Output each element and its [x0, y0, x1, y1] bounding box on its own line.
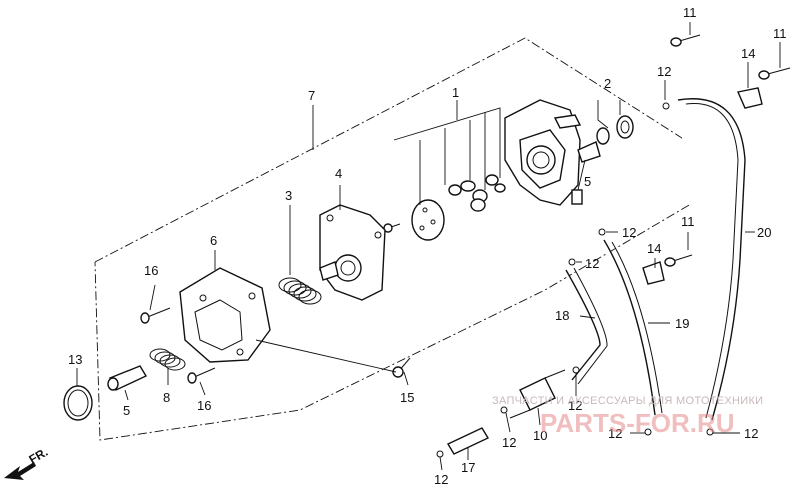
- diaphragm: [411, 199, 445, 241]
- screw: [383, 223, 401, 233]
- clamp-14-top: [737, 87, 763, 109]
- hose-18: [565, 269, 601, 381]
- callout-17: 17: [461, 460, 475, 475]
- clip-12: [662, 102, 670, 110]
- part-17-hose: [447, 427, 489, 455]
- callout-4: 4: [335, 166, 342, 181]
- hose-20: [677, 98, 746, 421]
- callout-15: 15: [400, 390, 414, 405]
- callout-11-mid: 11: [681, 214, 695, 229]
- callout-6: 5: [584, 174, 591, 189]
- bolt-11-top: [670, 34, 701, 47]
- callout-9: 8: [163, 390, 170, 405]
- callout-11-top: 11: [683, 5, 697, 20]
- bolt-16-upper: [140, 307, 171, 324]
- bolt-11-mid: [664, 254, 693, 267]
- callout-7: 6: [210, 233, 217, 248]
- watermark-tagline: ЗАПЧАСТИ И АКСЕССУАРЫ ДЛЯ МОТОТЕХНИКИ: [492, 395, 763, 407]
- callout-8: 7: [308, 88, 315, 103]
- callout-12-e: 12: [434, 472, 448, 487]
- direction-label: FR.: [27, 445, 51, 467]
- clip-12: [706, 428, 714, 436]
- part-4-plate: [319, 204, 386, 301]
- callout-14-top: 14: [741, 46, 755, 61]
- callout-2: 2: [604, 76, 611, 91]
- callout-16-lower: 16: [197, 398, 211, 413]
- callout-1: 1: [452, 85, 459, 100]
- clip-12: [436, 450, 444, 458]
- part-10-filter: [509, 369, 566, 419]
- callout-12-f: 12: [608, 426, 622, 441]
- callout-19: 19: [675, 316, 689, 331]
- pump-body: [504, 99, 583, 206]
- clip-12: [644, 428, 652, 436]
- bolt-16-lower: [187, 367, 216, 384]
- part-9-spring: [149, 348, 186, 371]
- part-3-spring: [278, 277, 322, 305]
- callout-12-c: 12: [568, 398, 582, 413]
- callout-12-a: 12: [622, 225, 636, 240]
- callout-11-right: 11: [773, 26, 787, 41]
- callout-14-mid: 14: [647, 241, 661, 256]
- front-direction-arrow: FR.: [4, 445, 50, 480]
- bolt-15: [392, 357, 411, 378]
- valve-set: [448, 174, 506, 212]
- clamp-14-mid: [642, 261, 665, 285]
- callout-12-b: 12: [585, 256, 599, 271]
- clip-12: [598, 228, 606, 236]
- callout-12-d: 12: [502, 435, 516, 450]
- callout-12-g: 12: [744, 426, 758, 441]
- callout-13: 13: [68, 352, 82, 367]
- hose-19: [603, 239, 656, 416]
- callout-18: 18: [555, 308, 569, 323]
- clip-12: [500, 406, 508, 414]
- bolt-11-right: [758, 67, 791, 80]
- callout-12-top: 12: [657, 64, 671, 79]
- callout-20: 20: [757, 225, 771, 240]
- callout-5: 5: [123, 403, 130, 418]
- callout-3: 3: [285, 188, 292, 203]
- part-2-fitting: [577, 115, 634, 163]
- clip-12: [568, 258, 576, 266]
- part-7-housing: [179, 267, 271, 363]
- part-5-plunger: [107, 365, 147, 391]
- callout-10: 10: [533, 428, 547, 443]
- watermark-logo: PARTS-FOR.RU: [540, 408, 735, 438]
- assembly-boundary: [94, 37, 741, 441]
- callout-16-upper: 16: [144, 263, 158, 278]
